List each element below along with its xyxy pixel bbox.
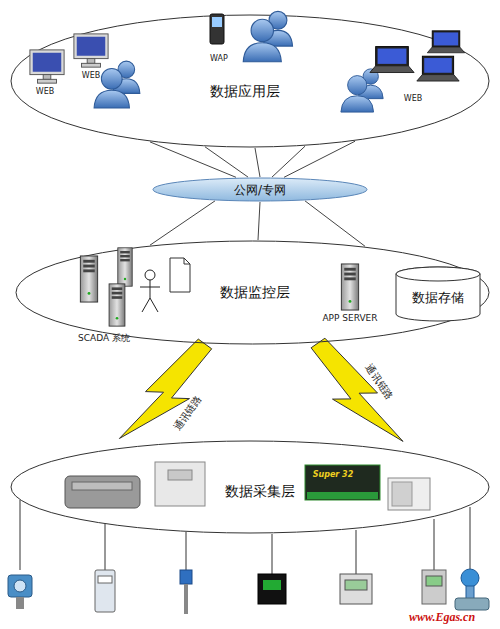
phone-screen bbox=[212, 17, 222, 27]
monitor-icon bbox=[30, 50, 64, 83]
ellipse-outline bbox=[16, 241, 489, 344]
flow-sensor-head bbox=[180, 570, 192, 584]
phone-body bbox=[210, 14, 224, 44]
flowmeter-head bbox=[461, 569, 479, 587]
panel-meter bbox=[340, 574, 372, 604]
field-wire bbox=[470, 507, 471, 569]
link-line bbox=[305, 201, 365, 246]
operator-leg bbox=[150, 298, 158, 312]
field-wire bbox=[356, 530, 357, 574]
document-icon bbox=[170, 258, 190, 292]
layer-ellipse: 数据采集层 bbox=[10, 440, 490, 534]
ellipse-outline bbox=[11, 15, 489, 147]
server-caption: APP SERVER bbox=[322, 313, 377, 323]
operator-arms bbox=[140, 287, 160, 288]
lightning-bolt bbox=[119, 339, 211, 438]
link-label: 通讯链路 bbox=[170, 393, 204, 434]
server-icon bbox=[109, 284, 125, 326]
monitor-icon bbox=[74, 34, 108, 67]
storage-cylinder: 数据存储 bbox=[395, 266, 481, 322]
meter-display bbox=[98, 576, 112, 583]
field-wire bbox=[434, 519, 435, 570]
user-icon bbox=[94, 61, 140, 108]
ellipse-outline bbox=[11, 441, 489, 533]
link-line bbox=[258, 202, 260, 240]
link-line bbox=[272, 146, 305, 177]
field-wire bbox=[105, 524, 106, 570]
panel-display bbox=[258, 574, 286, 604]
layer-ellipse: 数据应用层 bbox=[10, 14, 490, 148]
link-label: 通讯链路 bbox=[362, 362, 396, 403]
link-line bbox=[284, 141, 355, 177]
link-line bbox=[205, 147, 248, 177]
terminal-strip bbox=[307, 492, 378, 499]
io-module bbox=[388, 478, 430, 510]
user-icon bbox=[243, 11, 292, 61]
board-brand: Super 32 bbox=[313, 470, 353, 479]
transmitter-dial bbox=[14, 580, 26, 592]
operator-head bbox=[145, 270, 155, 280]
operator-body bbox=[150, 280, 151, 298]
laptop-icon bbox=[427, 31, 464, 53]
cabinet-window bbox=[168, 470, 192, 480]
cylinder-top bbox=[396, 267, 480, 281]
panel-screen bbox=[263, 580, 281, 590]
device-caption: WEB bbox=[404, 94, 422, 103]
watermark: www.Egas.cn bbox=[409, 610, 475, 625]
server-icon bbox=[341, 264, 358, 310]
link-line bbox=[255, 148, 260, 177]
laptop-icon bbox=[417, 56, 459, 81]
panel-screen bbox=[345, 580, 367, 590]
transmitter-stem bbox=[16, 597, 24, 609]
node-title: 数据监控层 bbox=[220, 284, 290, 302]
flowmeter-neck bbox=[466, 586, 474, 599]
device-caption: WAP bbox=[210, 54, 228, 63]
cabinet-device bbox=[155, 462, 205, 506]
field-wire bbox=[186, 532, 187, 570]
io-module-panel bbox=[392, 482, 412, 506]
flowmeter-pipe bbox=[455, 598, 489, 610]
layer-ellipse: 数据监控层 数据存储 bbox=[15, 240, 490, 345]
server-icon bbox=[118, 248, 132, 286]
server-icon bbox=[80, 256, 97, 302]
node-title: 数据应用层 bbox=[210, 83, 280, 101]
band-outline bbox=[153, 178, 367, 201]
device-caption: WEB bbox=[82, 71, 100, 80]
operator-leg bbox=[142, 298, 150, 312]
network-band: 公网/专网 bbox=[152, 177, 368, 202]
display-screen bbox=[426, 576, 442, 586]
node-title: 数据存储 bbox=[412, 289, 464, 307]
gas-meter bbox=[95, 570, 115, 612]
link-bolt bbox=[311, 338, 403, 441]
node-title: 数据采集层 bbox=[225, 483, 295, 501]
link-line bbox=[150, 201, 215, 245]
node-title: 公网/专网 bbox=[234, 181, 286, 198]
laptop-icon bbox=[370, 47, 414, 73]
rtu-device bbox=[65, 476, 140, 508]
field-wire bbox=[272, 534, 273, 574]
link-bolt bbox=[119, 339, 211, 438]
pressure-transmitter bbox=[8, 575, 32, 597]
display-unit bbox=[422, 570, 446, 604]
device-caption: WEB bbox=[36, 87, 54, 96]
cylinder-body bbox=[396, 267, 480, 321]
user-icon bbox=[341, 69, 383, 112]
lightning-bolt bbox=[311, 338, 403, 441]
node-outline bbox=[10, 14, 490, 148]
flow-sensor-rod bbox=[184, 584, 188, 614]
system-caption: SCADA 系统 bbox=[78, 332, 130, 345]
document-fold bbox=[184, 258, 190, 264]
field-wire bbox=[20, 500, 21, 570]
rtu-detail bbox=[72, 482, 132, 490]
controller-board bbox=[305, 465, 380, 500]
network-link bbox=[150, 201, 365, 246]
